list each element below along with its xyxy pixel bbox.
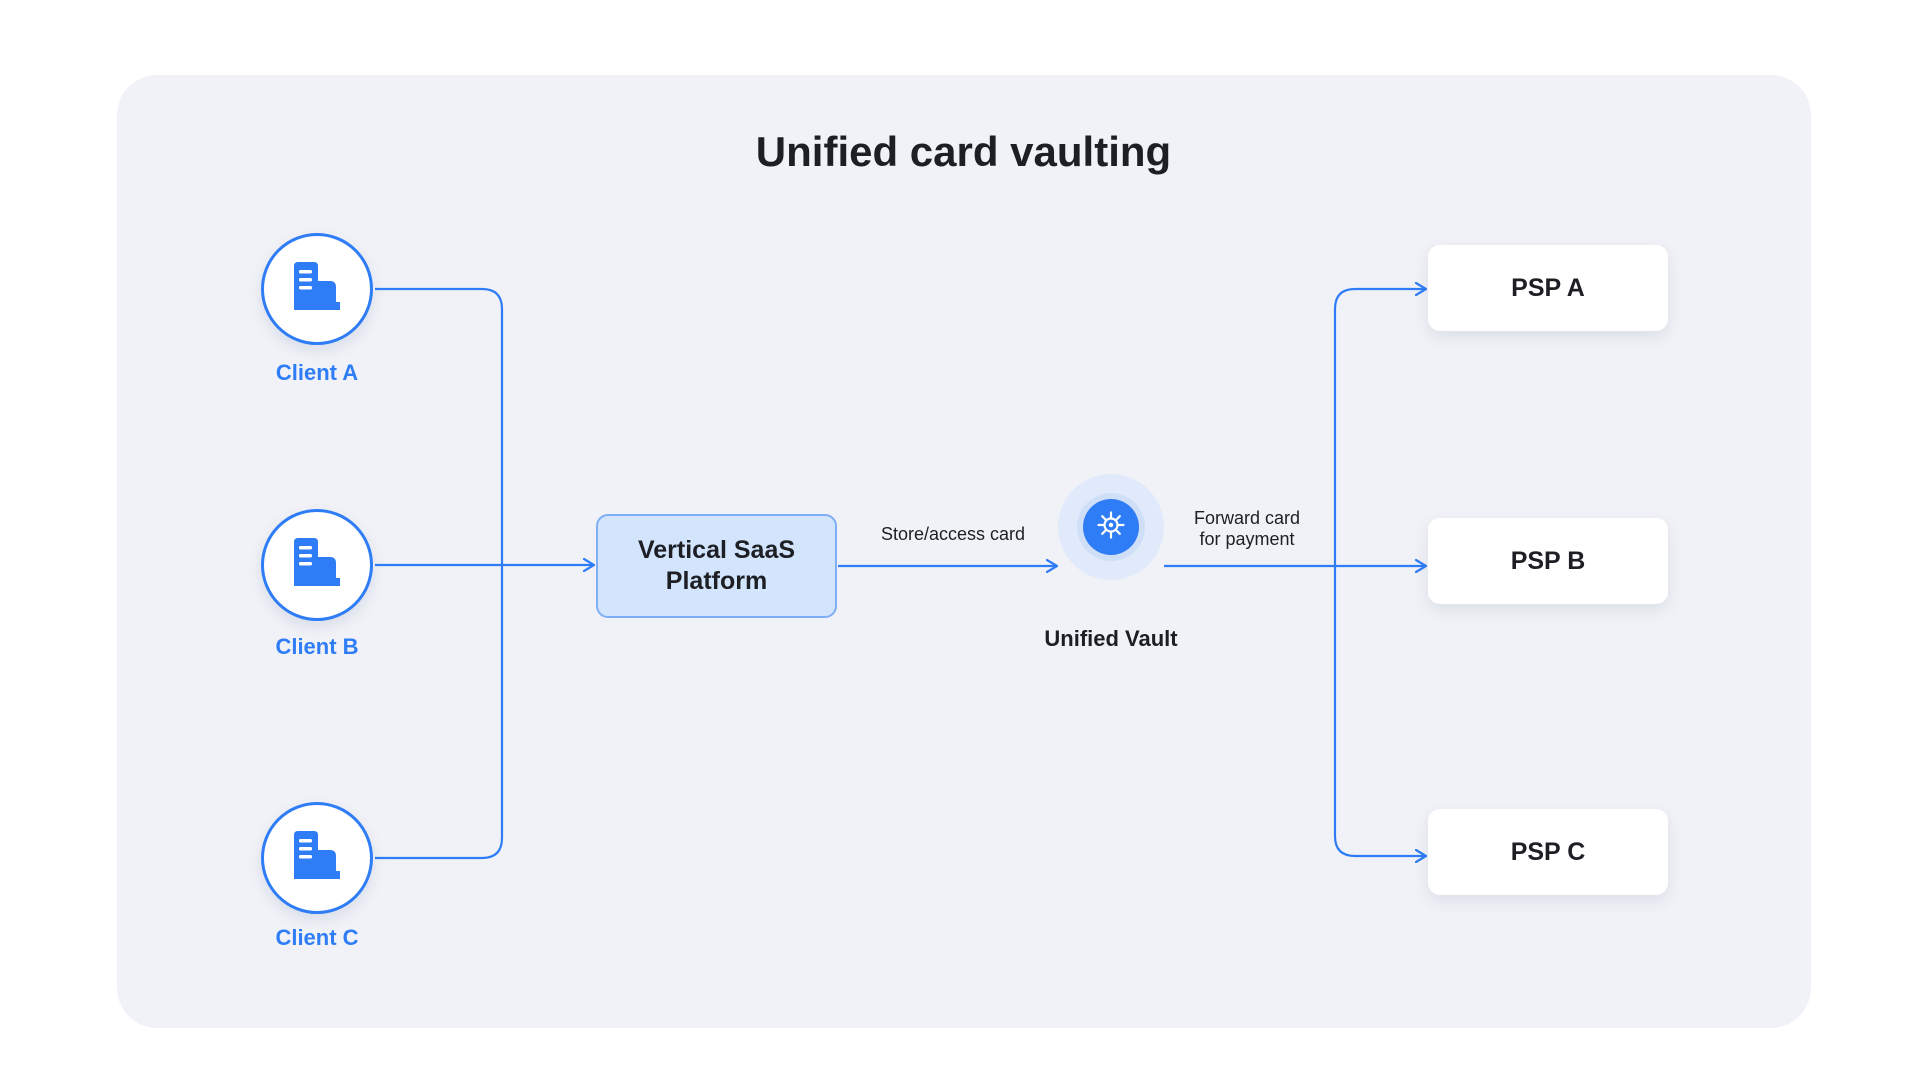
unified-vault-node: [1058, 474, 1164, 580]
vault-gear-icon: [1096, 510, 1126, 545]
building-icon: [290, 830, 344, 886]
psp-a-label: PSP A: [1511, 273, 1585, 302]
forward-card-label-line-1: Forward card: [1193, 508, 1301, 528]
psp-c-node: PSP C: [1428, 809, 1668, 895]
connector-to-psp-c: [1333, 566, 1426, 856]
client-b-node: [261, 509, 373, 621]
psp-c-label: PSP C: [1510, 837, 1586, 866]
store-access-card-label: Store/access card: [880, 524, 1026, 544]
psp-b-label: PSP B: [1510, 546, 1586, 575]
platform-label-line-2: Platform: [665, 567, 768, 595]
client-a-node: [261, 233, 373, 345]
connector-client-a: [375, 287, 504, 565]
connector-client-c: [375, 565, 504, 860]
client-a-label: Client A: [275, 360, 359, 385]
unified-vault-label: Unified Vault: [1044, 626, 1178, 651]
building-icon: [290, 261, 344, 317]
vertical-saas-platform-node: Vertical SaaS Platform: [596, 514, 837, 618]
building-icon: [290, 537, 344, 593]
diagram-title: Unified card vaulting: [755, 128, 1172, 175]
psp-a-node: PSP A: [1428, 245, 1668, 331]
client-c-node: [261, 802, 373, 914]
platform-label-line-1: Vertical SaaS: [637, 535, 796, 564]
forward-card-label-line-2: for payment: [1199, 528, 1295, 549]
psp-b-node: PSP B: [1428, 518, 1668, 604]
client-c-label: Client C: [275, 925, 359, 950]
connector-to-psp-a: [1333, 289, 1426, 566]
forward-card-label: Forward card for payment: [1162, 508, 1332, 549]
client-b-label: Client B: [275, 634, 359, 659]
